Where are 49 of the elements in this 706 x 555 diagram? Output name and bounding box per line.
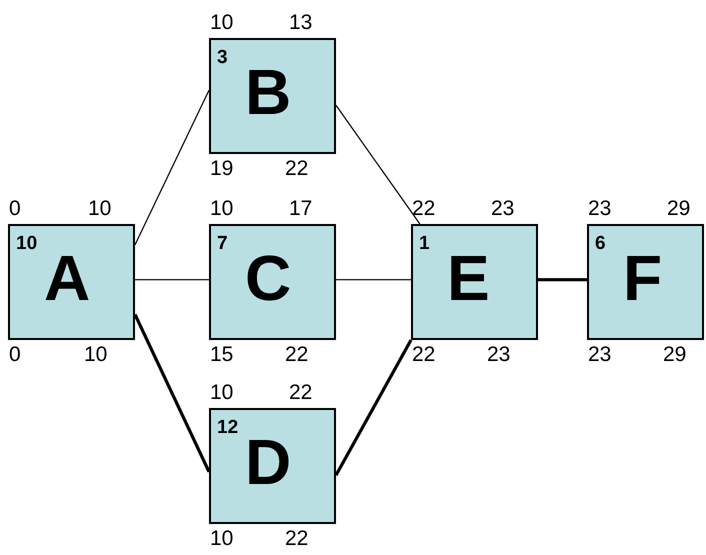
time-value: 10	[210, 382, 234, 403]
time-value: 10	[210, 198, 234, 219]
time-value: 23	[588, 198, 612, 219]
activity-box	[209, 408, 336, 524]
time-value: 23	[588, 344, 612, 365]
duration-label: 3	[217, 48, 228, 67]
time-value: 0	[9, 198, 21, 219]
activity-letter: E	[447, 246, 490, 310]
connector-line	[334, 339, 412, 476]
activity-box	[411, 224, 538, 340]
time-value: 10	[88, 198, 112, 219]
activity-letter: A	[44, 246, 90, 310]
time-value: 23	[491, 198, 514, 219]
time-value: 10	[84, 344, 108, 365]
time-value: 10	[210, 12, 234, 33]
connector-line	[538, 278, 587, 282]
activity-letter: F	[623, 246, 662, 310]
duration-label: 10	[16, 234, 38, 253]
connector-line	[134, 90, 210, 246]
activity-box	[209, 38, 336, 154]
time-value: 13	[289, 12, 312, 33]
connector-line	[336, 279, 411, 280]
activity-letter: B	[245, 60, 292, 124]
activity-letter: D	[245, 430, 292, 494]
time-value: 22	[285, 158, 308, 179]
duration-label: 6	[595, 234, 606, 253]
duration-label: 1	[419, 234, 430, 253]
activity-letter: C	[245, 246, 292, 310]
time-value: 19	[210, 158, 234, 179]
time-value: 22	[289, 382, 312, 403]
time-value: 22	[285, 344, 308, 365]
time-value: 22	[412, 198, 436, 219]
time-value: 15	[210, 344, 234, 365]
duration-label: 12	[217, 418, 238, 437]
time-value: 29	[663, 344, 686, 365]
time-value: 10	[210, 528, 234, 549]
activity-box	[8, 224, 135, 340]
connector-line	[135, 279, 209, 280]
time-value: 29	[667, 198, 690, 219]
activity-box	[209, 224, 336, 340]
time-value: 23	[487, 344, 510, 365]
activity-box	[587, 224, 704, 340]
time-value: 0	[9, 344, 21, 365]
duration-label: 7	[217, 234, 228, 253]
time-value: 22	[285, 528, 308, 549]
connector-line	[336, 104, 420, 224]
time-value: 22	[412, 344, 436, 365]
time-value: 17	[289, 198, 312, 219]
connector-line	[134, 314, 210, 472]
